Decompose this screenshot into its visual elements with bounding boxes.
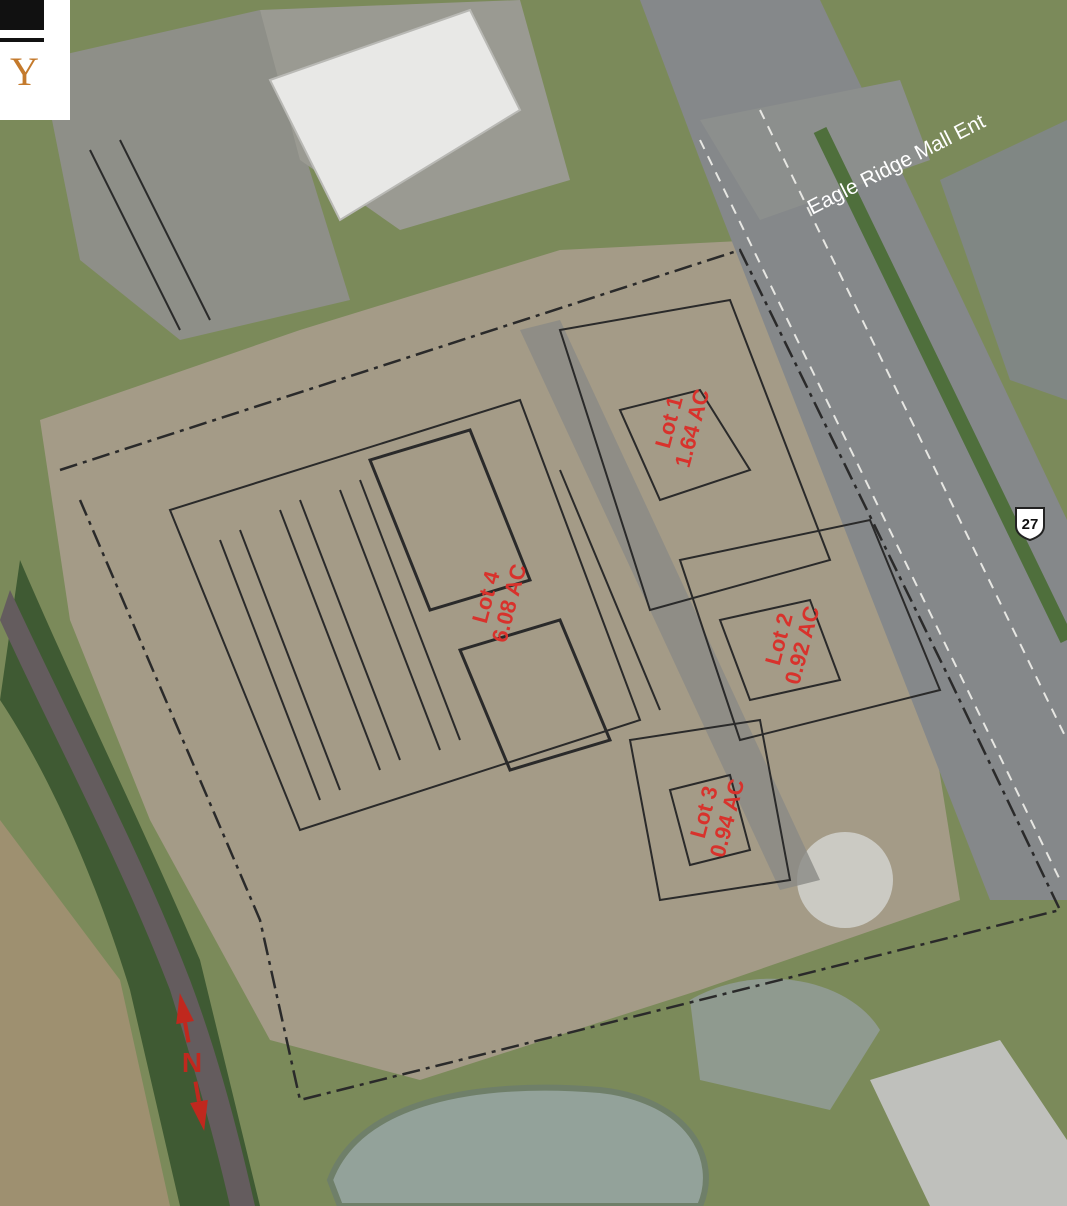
logo-bar [0, 38, 44, 42]
lot-3-outline [628, 718, 792, 902]
parking-rows [89, 139, 661, 801]
logo-mark [0, 0, 44, 30]
highway-lane-line [759, 109, 1067, 741]
river [0, 590, 255, 1206]
retention-pond [326, 1084, 709, 1206]
mall-entrance-road [700, 80, 930, 220]
highway-shield-icon: 27 [1015, 507, 1045, 542]
logo-text: Y [10, 49, 39, 94]
lot-3-building-pad [668, 773, 752, 867]
parking-lot-ne [940, 120, 1067, 400]
wetland [690, 978, 880, 1110]
farmland [0, 820, 170, 1206]
lot-2-building-pad [718, 598, 842, 702]
cleared-site [40, 240, 960, 1080]
building-se [870, 1040, 1067, 1206]
north-arrow-icon: N [176, 993, 208, 1131]
company-logo: Y [0, 0, 70, 120]
cul-de-sac [797, 832, 893, 928]
retail-building [268, 8, 522, 222]
lot-1-outline [558, 298, 832, 612]
highway-median [813, 126, 1067, 644]
highway-lane-line [699, 139, 1061, 881]
north-label: N [182, 1047, 202, 1078]
parking-lot-nw [40, 10, 350, 340]
lot-2-outline [678, 518, 942, 742]
lot-4-building-pad [457, 618, 613, 772]
lot-4-outline [168, 398, 642, 832]
lot-1-building-pad [618, 388, 752, 502]
property-boundary [59, 248, 1062, 1102]
lot-4-building-pad [367, 428, 533, 612]
highway-shield-number: 27 [1022, 516, 1039, 533]
